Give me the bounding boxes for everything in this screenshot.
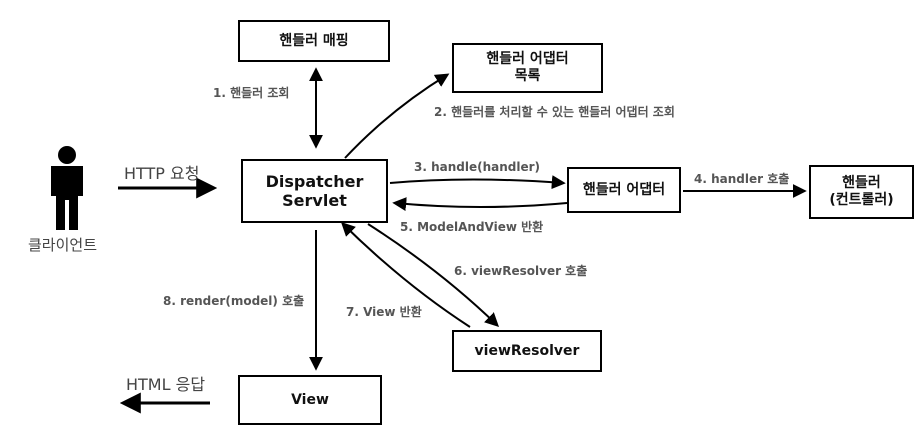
client-person-icon: [47, 144, 87, 232]
adapter-list-line2: 목록: [514, 68, 541, 84]
step3-arrow: [389, 175, 566, 190]
step2-label: 2. 핸들러를 처리할 수 있는 핸들러 어댑터 조회: [434, 105, 675, 119]
client-label: 클라이언트: [28, 236, 98, 254]
view-box: View: [238, 375, 382, 425]
step7-label: 7. View 반환: [346, 305, 422, 319]
handler-line1: 핸들러: [842, 175, 881, 192]
step6-arrow: [367, 223, 500, 327]
handler-mapping-box: 핸들러 매핑: [238, 20, 390, 62]
step5-label: 5. ModelAndView 반환: [400, 220, 544, 234]
view-resolver-box: viewResolver: [452, 330, 602, 372]
html-response-label: HTML 응답: [126, 375, 206, 394]
view-text: View: [291, 391, 329, 408]
step3-label: 3. handle(handler): [414, 160, 541, 174]
handler-line2: (컨트롤러): [829, 192, 894, 208]
handler-box: 핸들러 (컨트롤러): [809, 165, 914, 219]
step5-arrow: [392, 197, 568, 212]
step7-arrow: [341, 222, 471, 328]
step4-label: 4. handler 호출: [694, 172, 790, 186]
view-resolver-text: viewResolver: [474, 342, 580, 359]
handler-adapter-list-box: 핸들러 어댑터 목록: [452, 43, 603, 93]
handler-adapter-text: 핸들러 어댑터: [582, 181, 666, 198]
dispatcher-line1: Dispatcher: [265, 171, 364, 191]
http-request-label: HTTP 요청: [124, 164, 200, 183]
dispatcher-line2: Servlet: [282, 191, 347, 210]
handler-mapping-text: 핸들러 매핑: [279, 32, 349, 49]
adapter-list-line1: 핸들러 어댑터: [486, 51, 569, 68]
handler-adapter-box: 핸들러 어댑터: [567, 167, 681, 213]
step8-label: 8. render(model) 호출: [163, 294, 305, 308]
step6-label: 6. viewResolver 호출: [454, 264, 588, 278]
dispatcher-servlet-box: Dispatcher Servlet: [241, 159, 388, 223]
step2-arrow: [344, 73, 450, 159]
step1-label: 1. 핸들러 조회: [213, 86, 290, 100]
